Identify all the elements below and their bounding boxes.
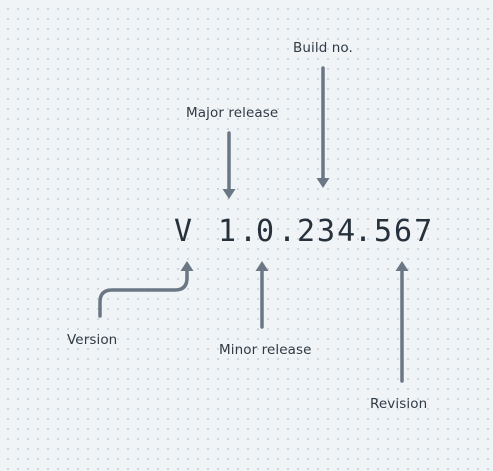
separator-2: .: [278, 214, 299, 249]
minor-label: Minor release: [219, 342, 312, 358]
build-number: 234: [297, 214, 358, 249]
revision-arrow: [395, 261, 409, 383]
major-number: 1: [218, 214, 239, 249]
separator-3: .: [354, 214, 375, 249]
version-arrow: [98, 261, 194, 318]
major-label: Major release: [186, 105, 279, 121]
revision-label: Revision: [370, 396, 428, 412]
version-label: Version: [67, 332, 118, 348]
minor-arrow: [255, 261, 269, 329]
minor-number: 0: [256, 214, 277, 249]
revision-number: 567: [374, 214, 435, 249]
version-prefix: V: [174, 214, 195, 249]
build-label: Build no.: [293, 40, 353, 56]
separator-1: .: [239, 214, 260, 249]
major-arrow: [222, 131, 236, 199]
build-arrow: [316, 66, 330, 188]
